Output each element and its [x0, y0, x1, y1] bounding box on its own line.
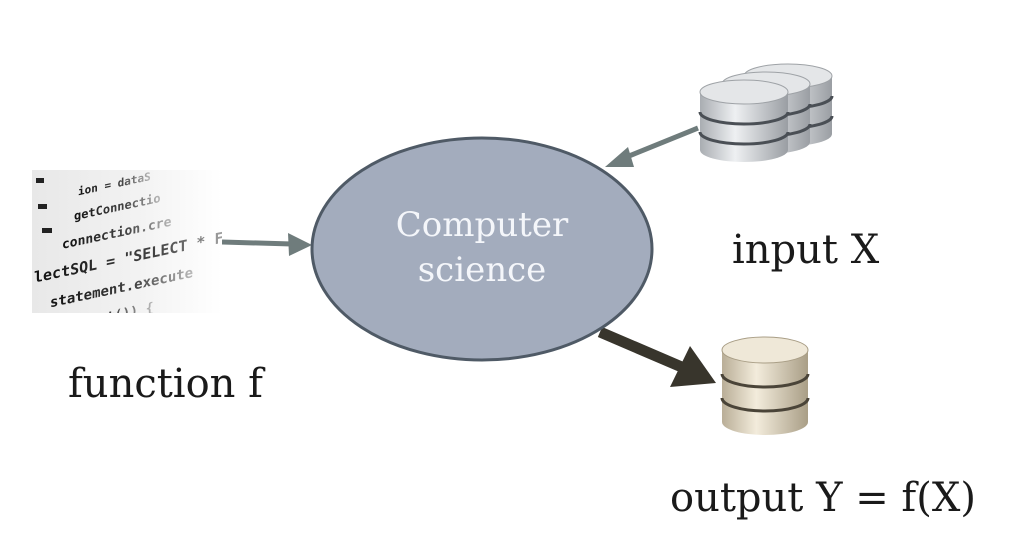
database-stack-icon	[698, 63, 834, 162]
center-to-output-arrow	[597, 326, 716, 387]
input-label: input X	[732, 227, 880, 273]
center-node-label-line1: Computer	[395, 205, 569, 245]
output-label: output Y = f(X)	[670, 475, 976, 521]
code-snippet-image: ion = dataS getConnectio connection.cre …	[32, 170, 222, 313]
function-label: function f	[68, 361, 263, 407]
input-to-center-arrow	[605, 125, 699, 167]
center-node-label-line2: science	[417, 250, 547, 290]
function-to-center-arrow	[221, 233, 312, 256]
computer-science-node	[310, 136, 654, 362]
database-icon	[720, 336, 810, 435]
